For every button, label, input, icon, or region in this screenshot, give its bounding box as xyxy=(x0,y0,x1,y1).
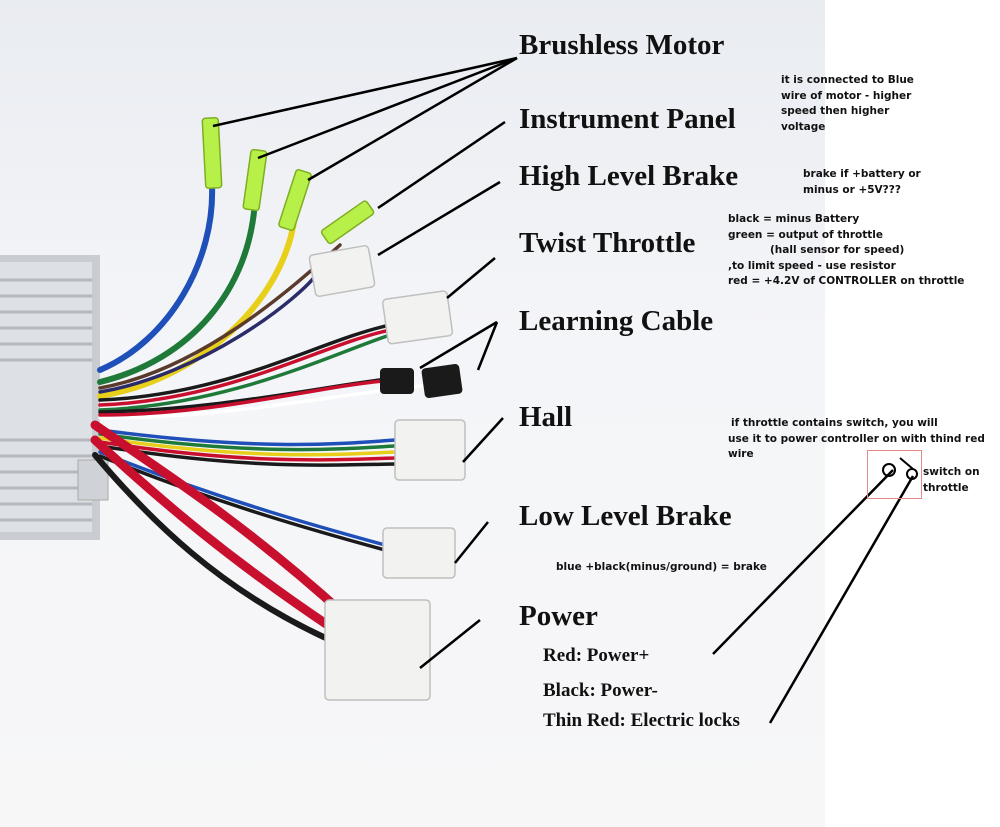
signal-wires xyxy=(98,243,432,552)
learning-cable-connectors xyxy=(380,364,463,398)
throttle-note-line: black = minus Battery xyxy=(728,213,860,225)
label-brushless-motor: Brushless Motor xyxy=(519,29,725,61)
throttle-switch-symbol xyxy=(882,457,918,480)
switch-label-line: throttle xyxy=(923,481,969,494)
low-brake-note-line: blue +black(minus/ground) = brake xyxy=(556,561,767,573)
switch-label-line: switch on xyxy=(923,466,980,478)
motor-note-line: speed then higher xyxy=(781,105,890,117)
label-power: Power xyxy=(519,600,598,632)
low-brake-note: blue +black(minus/ground) = brake xyxy=(556,560,767,576)
switch-label: switch on throttle xyxy=(923,465,980,496)
power-red-detail: Red: Power+ xyxy=(543,645,650,666)
throttle-note-line: (hall sensor for speed) xyxy=(770,244,905,256)
brake-note-line: minus or +5V??? xyxy=(803,183,901,196)
power-black-detail: Black: Power- xyxy=(543,680,658,701)
white-connectors xyxy=(308,244,466,701)
throttle-note-line: red = +4.2V of CONTROLLER on throttle xyxy=(728,275,965,287)
label-instrument-panel: Instrument Panel xyxy=(519,103,736,135)
power-thin-red-detail: Thin Red: Electric locks xyxy=(543,710,740,731)
throttle-note-line: green = output of throttle xyxy=(728,228,883,241)
switch-note-line: wire xyxy=(728,448,754,460)
motor-phase-wires xyxy=(97,182,298,399)
label-hall: Hall xyxy=(519,401,573,433)
switch-highlight-box xyxy=(867,450,922,499)
motor-note-line: voltage xyxy=(781,120,826,133)
pointer-lines xyxy=(212,56,915,724)
label-learning-cable: Learning Cable xyxy=(519,305,714,337)
motor-note: it is connected to Blue wire of motor - … xyxy=(781,73,914,135)
motor-connectors xyxy=(201,117,375,245)
label-low-level-brake: Low Level Brake xyxy=(519,500,732,532)
label-twist-throttle: Twist Throttle xyxy=(519,227,696,259)
switch-note-line: use it to power controller on with thind… xyxy=(728,432,985,445)
switch-note: if throttle contains switch, you will us… xyxy=(728,416,985,463)
brake-note: brake if +battery or minus or +5V??? xyxy=(803,167,921,198)
throttle-note-line: ,to limit speed - use resistor xyxy=(728,259,896,272)
motor-note-line: wire of motor - higher xyxy=(781,89,912,102)
power-wires xyxy=(90,420,350,643)
motor-note-line: it is connected to Blue xyxy=(781,74,914,86)
brake-note-line: brake if +battery or xyxy=(803,168,921,180)
label-high-level-brake: High Level Brake xyxy=(519,160,739,192)
switch-note-line: if throttle contains switch, you will xyxy=(731,417,938,429)
throttle-note: black = minus Battery green = output of … xyxy=(728,212,964,290)
controller-unit xyxy=(0,255,109,540)
